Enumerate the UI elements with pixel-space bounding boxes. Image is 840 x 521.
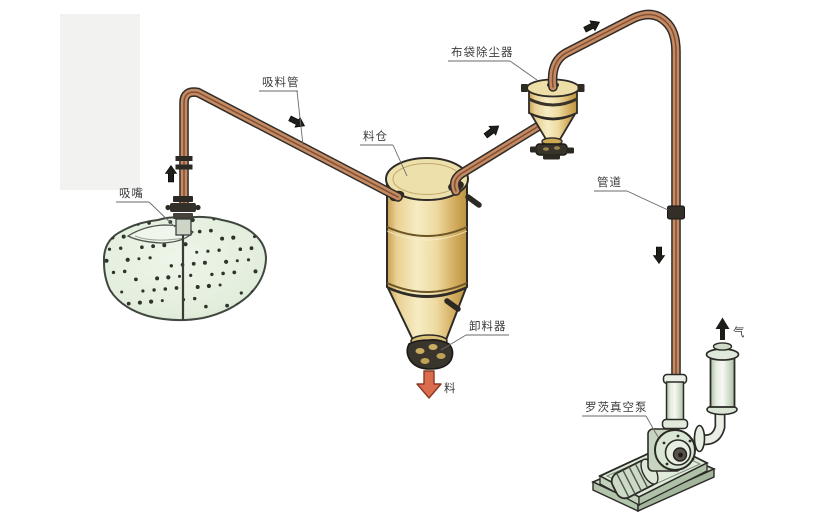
material-flow-arrow-icon — [416, 370, 442, 399]
air-out-label: 气 — [733, 325, 746, 339]
pump-motor — [610, 458, 659, 500]
nozzle-band-3 — [173, 213, 193, 219]
hopper-to-filter-pipe — [449, 119, 547, 196]
hopper-band-1 — [386, 226, 468, 237]
pump-housing-bolt-2 — [688, 439, 692, 443]
nozzle-bolt-right — [195, 204, 201, 211]
air-flow-arrow-icon — [715, 317, 730, 340]
label-discharger: 卸料器 — [440, 319, 509, 351]
muffler-body — [709, 355, 736, 408]
pump-housing-hub — [678, 452, 683, 458]
pile-mound — [102, 215, 267, 322]
roots-vacuum-pump — [591, 373, 726, 513]
hopper — [385, 157, 482, 346]
duct-pipe — [547, 9, 685, 386]
hopper-side-fitting-bottom — [444, 298, 461, 312]
filter-valve-nub-left — [530, 146, 537, 153]
background-shade — [60, 14, 140, 190]
pile-crater-shadow — [134, 235, 186, 241]
muffler-neck — [712, 342, 733, 351]
suction-nozzle — [165, 196, 201, 236]
pump-base-top-side-right — [638, 461, 708, 507]
pump-housing-bolt-5 — [676, 434, 680, 438]
label-roots-vacuum-pump: 罗茨真空泵 — [582, 400, 659, 438]
duct-label: 管道 — [597, 175, 622, 189]
duct-coupling — [667, 205, 685, 220]
labels: 吸料管 吸嘴 料仓 布袋除尘器 管道 卸料器 — [116, 45, 746, 438]
material-out-label: 料 — [444, 381, 457, 395]
label-suction-nozzle: 吸嘴 — [116, 186, 176, 228]
roots-vacuum-pump-label: 罗茨真空泵 — [585, 400, 648, 414]
bag-dust-collector-label: 布袋除尘器 — [451, 45, 514, 59]
filter-valve-highlight-1 — [543, 147, 549, 151]
label-suction-pipe: 吸料管 — [259, 75, 304, 146]
hopper-band-2 — [386, 282, 468, 293]
pump-outlet-flange — [693, 424, 706, 453]
filter-valve-highlight-2 — [554, 146, 560, 150]
discharger — [406, 334, 454, 399]
filter-valve-nub-right — [566, 147, 574, 154]
filter-ear-right — [577, 84, 585, 92]
suction-pipe-label: 吸料管 — [262, 75, 300, 89]
exhaust-muffler — [705, 317, 740, 416]
pump-housing-bolt-4 — [665, 462, 669, 466]
hopper-top — [385, 157, 469, 201]
filter-clamp-band — [528, 97, 578, 107]
filter-valve-foot — [543, 154, 560, 160]
filter-ear-left — [521, 84, 528, 92]
label-bag-dust-collector: 布袋除尘器 — [448, 45, 538, 81]
discharger-rotor-4 — [420, 358, 430, 364]
discharger-rotor-2 — [428, 344, 438, 350]
pump-inlet-pipe — [665, 381, 685, 424]
nozzle-band-2 — [170, 203, 196, 212]
filter-valve-body — [535, 143, 568, 156]
nozzle-tube — [175, 218, 192, 236]
discharger-label: 卸料器 — [469, 319, 507, 333]
discharger-rotor-1 — [415, 348, 425, 354]
discharger-rotor-3 — [436, 353, 446, 359]
nozzle-bolt-left — [165, 204, 171, 211]
pump-housing-bolt-3 — [691, 457, 695, 461]
label-duct: 管道 — [594, 175, 669, 211]
discharger-body — [406, 339, 454, 370]
hopper-side-fitting-top — [465, 194, 482, 208]
suction-pipe-coupling-top — [175, 156, 193, 161]
suction-pipe-coupling-bottom — [175, 164, 193, 170]
nozzle-band-1 — [173, 196, 193, 202]
hopper-band-1-light — [386, 230, 468, 241]
label-hopper: 料仓 — [360, 129, 408, 177]
material-pile — [102, 215, 267, 322]
suction-nozzle-label: 吸嘴 — [119, 186, 144, 200]
hopper-label: 料仓 — [363, 129, 388, 143]
pump-housing-bolt-1 — [662, 441, 666, 445]
pump-inlet-collar-bottom — [661, 418, 689, 430]
suction-pipe — [175, 87, 403, 210]
